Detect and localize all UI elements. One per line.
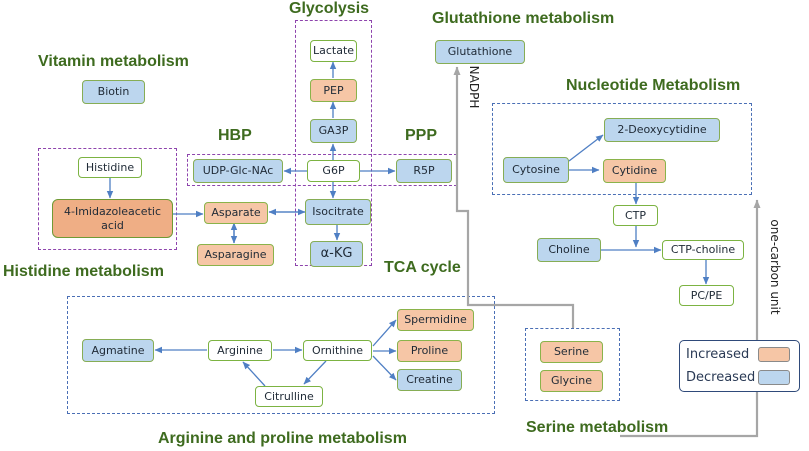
one-carbon-unit-label: one-carbon unit [768,219,782,315]
udp-glc-nac-node: UDP-Glc-NAc [193,159,283,183]
serine-metabolism-title: Serine metabolism [526,419,669,436]
creatine-node: Creatine [397,369,462,391]
hbp-title: HBP [218,127,252,144]
asparagine-node: Asparagine [197,244,274,266]
ctp-choline-node: CTP-choline [662,240,744,260]
glycolysis-title: Glycolysis [289,0,370,17]
histidine-node: Histidine [78,157,142,178]
ornithine-node: Ornithine [303,340,372,361]
legend-decreased-swatch [758,370,790,385]
agmatine-node: Agmatine [82,339,154,362]
one-carbon-connector [620,199,761,438]
ornithine-to-creatine-arrow [372,355,397,381]
biotin-node: Biotin [82,80,145,104]
ornithine-to-citrulline-arrow [303,360,327,385]
legend-decreased-row: Decreased [686,370,790,385]
arginine-proline-metabolism-title: Arginine and proline metabolism [158,430,407,447]
cytidine-node: Cytidine [603,159,666,183]
histidine-metabolism-title: Histidine metabolism [3,263,164,280]
vitamin-metabolism-title: Vitamin metabolism [38,53,189,70]
arginine-proline-region [67,296,495,414]
imidazoleacetic-acid-node: 4-Imidazoleacetic acid [52,199,173,238]
nucleotide-metabolism-title: Nucleotide Metabolism [566,77,741,94]
glutathione-metabolism-title: Glutathione metabolism [432,10,615,27]
glycine-node: Glycine [540,370,603,392]
g6p-node: G6P [307,160,360,182]
isocitrate-node: Isocitrate [305,199,371,225]
choline-node: Choline [537,238,601,262]
legend-increased-row: Increased [686,347,790,362]
tca-cycle-title: TCA cycle [384,259,461,276]
legend-decreased-label: Decreased [686,370,756,385]
ga3p-node: GA3P [310,119,357,143]
cytosine-to-deoxycytidine-arrow [568,134,604,162]
legend-increased-label: Increased [686,347,750,362]
citrulline-to-arginine-arrow [242,361,266,387]
deoxycytidine-node: 2-Deoxycytidine [604,118,720,142]
citrulline-node: Citrulline [255,386,323,407]
akg-node: α-KG [310,241,363,267]
legend-increased-swatch [758,347,790,362]
nucleotide-region [492,103,752,195]
ctp-node: CTP [613,205,658,226]
ppp-title: PPP [405,127,438,144]
ornithine-to-spermidine-arrow [372,319,397,347]
asparate-node: Asparate [204,202,268,224]
serine-region [525,328,620,401]
histidine-region [38,148,177,250]
cytosine-node: Cytosine [503,157,569,183]
nadph-connector [453,66,575,328]
pc-pe-node: PC/PE [679,285,734,306]
proline-node: Proline [397,340,462,362]
lactate-node: Lactate [310,40,357,62]
glutathione-node: Glutathione [435,40,525,64]
spermidine-node: Spermidine [397,309,474,331]
arginine-node: Arginine [208,340,272,361]
pep-node: PEP [310,79,357,102]
r5p-node: R5P [396,159,452,183]
legend: Increased Decreased [679,340,800,392]
nadph-label: NADPH [467,65,481,109]
serine-node: Serine [540,341,603,363]
